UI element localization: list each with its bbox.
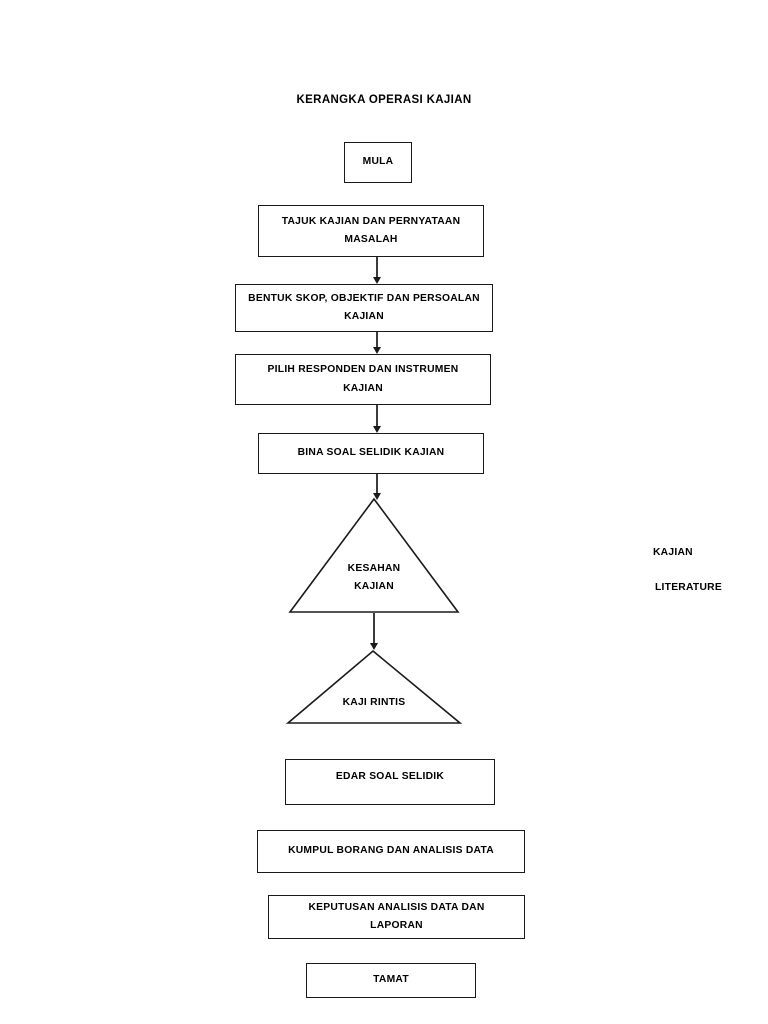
node-kumpul-borang[interactable]: KUMPUL BORANG DAN ANALISIS DATA	[257, 830, 525, 873]
node-bentuk-skop-line1: BENTUK SKOP, OBJEKTIF DAN PERSOALAN	[248, 292, 480, 304]
node-kaji-rintis-label: KAJI RINTIS	[287, 694, 461, 712]
node-tamat[interactable]: TAMAT	[306, 963, 476, 998]
connector-pilih-to-bina	[370, 405, 384, 433]
connector-bentuk-to-pilih	[370, 332, 384, 354]
annotation-literature: LITERATURE	[655, 582, 722, 593]
node-bina-soal-selidik[interactable]: BINA SOAL SELIDIK KAJIAN	[258, 433, 484, 474]
connector-tajuk-to-bentuk	[370, 257, 384, 284]
node-kesahan-kajian-label: KESAHAN KAJIAN	[289, 560, 459, 595]
node-keputusan-analisis[interactable]: KEPUTUSAN ANALISIS DATA DAN LAPORAN	[268, 895, 525, 939]
node-edar-soal-selidik-label: EDAR SOAL SELIDIK	[335, 771, 445, 782]
node-tajuk-kajian[interactable]: TAJUK KAJIAN DAN PERNYATAAN MASALAH	[258, 205, 484, 257]
node-tajuk-kajian-line2: MASALAH	[344, 234, 398, 245]
node-pilih-responden-label: PILIH RESPONDEN DAN INSTRUMEN KAJIAN	[268, 361, 459, 397]
connector-bina-to-kesahan	[370, 474, 384, 500]
node-kumpul-borang-label: KUMPUL BORANG DAN ANALISIS DATA	[288, 845, 494, 857]
node-bentuk-skop-line2: KAJIAN	[344, 311, 384, 322]
connector-kesahan-to-kaji-rintis	[367, 613, 381, 650]
node-pilih-responden-line2: KAJIAN	[343, 382, 383, 394]
page-title: KERANGKA OPERASI KAJIAN	[296, 94, 472, 106]
node-tamat-label: TAMAT	[373, 974, 409, 986]
node-kesahan-kajian-line2: KAJIAN	[354, 580, 394, 592]
node-keputusan-analisis-line2: LAPORAN	[370, 920, 423, 931]
node-kesahan-kajian[interactable]: KESAHAN KAJIAN	[288, 497, 460, 613]
node-pilih-responden[interactable]: PILIH RESPONDEN DAN INSTRUMEN KAJIAN	[235, 354, 491, 405]
node-kaji-rintis[interactable]: KAJI RINTIS	[285, 649, 463, 724]
node-bina-soal-selidik-label: BINA SOAL SELIDIK KAJIAN	[297, 447, 445, 459]
node-edar-soal-selidik[interactable]: EDAR SOAL SELIDIK	[285, 759, 495, 805]
annotation-kajian: KAJIAN	[653, 547, 693, 558]
node-mula[interactable]: MULA	[344, 142, 412, 183]
node-tajuk-kajian-line1: TAJUK KAJIAN DAN PERNYATAAN	[281, 215, 461, 227]
node-bentuk-skop[interactable]: BENTUK SKOP, OBJEKTIF DAN PERSOALAN KAJI…	[235, 284, 493, 332]
node-kesahan-kajian-line1: KESAHAN	[347, 563, 401, 574]
node-pilih-responden-line1: PILIH RESPONDEN DAN INSTRUMEN	[267, 364, 459, 376]
node-keputusan-analisis-label: KEPUTUSAN ANALISIS DATA DAN LAPORAN	[308, 899, 484, 935]
node-tajuk-kajian-label: TAJUK KAJIAN DAN PERNYATAAN MASALAH	[282, 213, 461, 249]
node-keputusan-analisis-line1: KEPUTUSAN ANALISIS DATA DAN	[308, 901, 485, 913]
node-mula-label: MULA	[362, 156, 394, 168]
node-bentuk-skop-label: BENTUK SKOP, OBJEKTIF DAN PERSOALAN KAJI…	[248, 290, 480, 326]
node-kaji-rintis-line1: KAJI RINTIS	[342, 697, 406, 708]
